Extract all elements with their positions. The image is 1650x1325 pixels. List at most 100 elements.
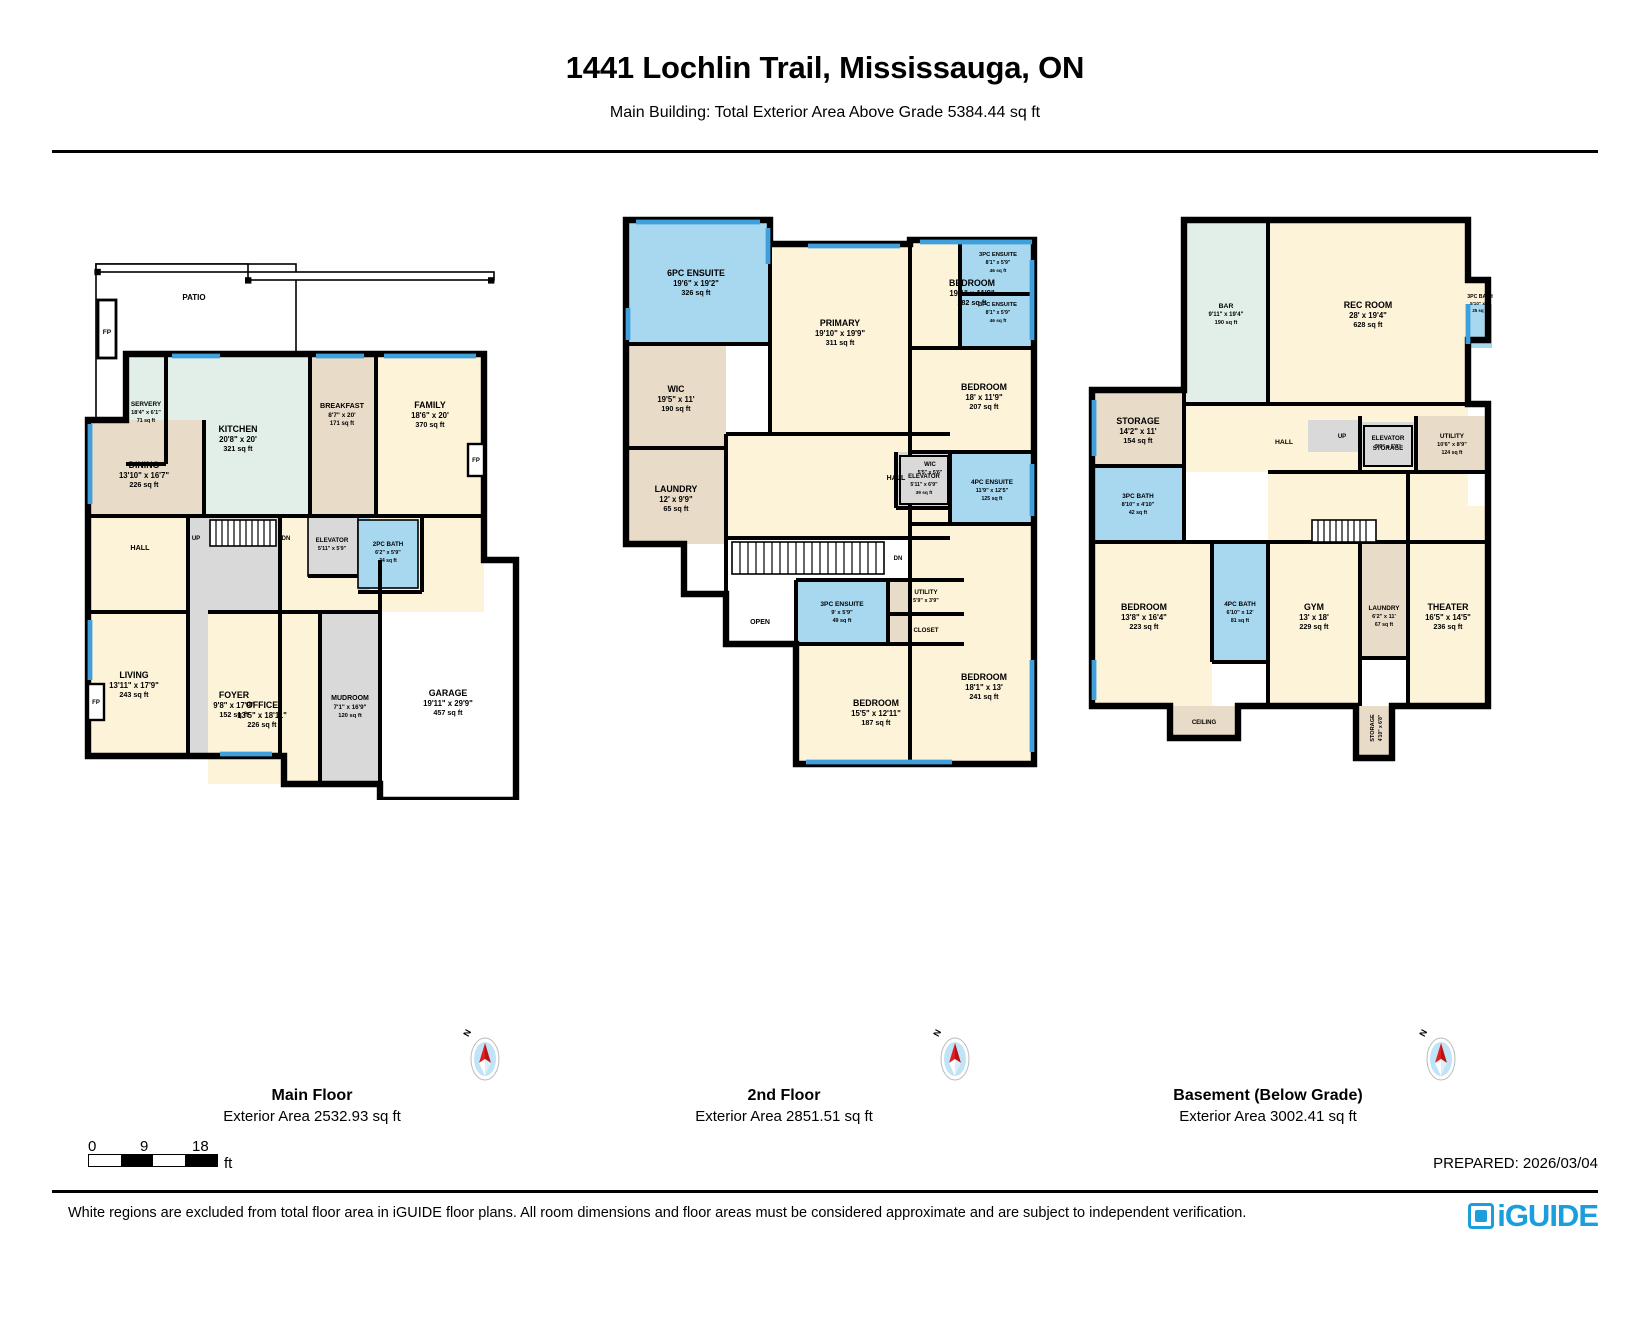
- room-dimension: 19'6" x 19'2": [673, 279, 719, 288]
- room-area: 226 sq ft: [247, 720, 277, 729]
- room-dimension: 5'11" x 5'9": [318, 546, 347, 552]
- room-label: WIC: [924, 462, 936, 468]
- stairs-up-label: UP: [192, 536, 200, 542]
- room-label: OPEN: [750, 619, 770, 626]
- room-dimension: 6'2" x 5'9": [375, 550, 401, 556]
- room-label: UTILITY: [914, 589, 938, 596]
- room-label: UTILITY: [1440, 433, 1465, 440]
- room-area: 190 sq ft: [661, 404, 691, 413]
- scale-unit-label: ft: [224, 1155, 233, 1172]
- room-dimension: 9'11" x 19'4": [1209, 312, 1244, 318]
- floor-plans-container: PATIO FP: [0, 200, 1650, 1080]
- room-label: GARAGE: [429, 688, 468, 698]
- room-dimension: 11'9" x 12'5": [976, 488, 1009, 494]
- room-dimension: 19'11" x 29'9": [423, 699, 473, 708]
- room-label: FP: [103, 329, 112, 336]
- room-dimension: 5'11" x 6'9": [910, 482, 938, 488]
- room-label: BAR: [1219, 303, 1234, 310]
- room-area: 152 sq ft: [219, 710, 249, 719]
- room-label: WIC: [667, 384, 685, 394]
- room-label: 3PC BATH: [1122, 493, 1154, 500]
- room-label: STORAGE: [1370, 714, 1376, 742]
- room-dimension: 19'1" x 11'9": [949, 289, 995, 298]
- room-dimension: 18'1" x 13': [965, 683, 1003, 692]
- room-area: 187 sq ft: [861, 718, 891, 727]
- room-dimension: 18' x 11'9": [965, 393, 1003, 402]
- room-dimension: 13'5" x 18'11": [237, 711, 287, 720]
- iguide-wordmark: iGUIDE: [1497, 1198, 1599, 1233]
- floor-area: Exterior Area 2851.51 sq ft: [695, 1108, 873, 1125]
- room-label: MUDROOM: [331, 695, 369, 702]
- second-floor-plan[interactable]: 6PC ENSUITE 19'6" x 19'2" 326 sq ft PRIM…: [600, 200, 1040, 800]
- room-dimension: 20'8" x 20': [219, 435, 257, 444]
- room-dimension: 28' x 19'4": [1349, 311, 1387, 320]
- room-area: 207 sq ft: [969, 402, 999, 411]
- room-label: REC ROOM: [1344, 300, 1392, 310]
- room-area: 154 sq ft: [1123, 436, 1153, 445]
- room-label-group: SERVERY 18'4" x 6'1" 71 sq ft KITCHEN 20…: [109, 400, 473, 729]
- room-dimension: 13'10" x 16'7": [119, 471, 169, 480]
- room-label: DINING: [129, 460, 160, 470]
- room-dimension: 19'5" x 11': [657, 395, 694, 404]
- room-label: FP: [92, 700, 100, 706]
- disclaimer-text: White regions are excluded from total fl…: [68, 1205, 1247, 1221]
- basement-floor-plan[interactable]: BAR 9'11" x 19'4" 190 sq ft REC ROOM 28'…: [1060, 200, 1500, 800]
- room-area: 226 sq ft: [129, 480, 159, 489]
- room-dimension: 5'9" x 5'9": [1375, 444, 1401, 450]
- room-area: 125 sq ft: [981, 496, 1002, 502]
- room-label: PRIMARY: [820, 318, 860, 328]
- room-dimension: 6'10" x 12': [1226, 610, 1254, 616]
- room-label: CEILING: [1192, 720, 1217, 726]
- room-label: 6PC ENSUITE: [667, 268, 725, 278]
- footer-divider: [52, 1190, 1598, 1193]
- room-label: LAUNDRY: [655, 484, 698, 494]
- room-area: 67 sq ft: [1375, 622, 1393, 628]
- room-area: 39 sq ft: [916, 490, 933, 496]
- room-label: HALL: [130, 543, 150, 552]
- room-dimension: 5'9" x 3'9": [913, 598, 939, 604]
- room-label: ELEVATOR: [908, 474, 940, 480]
- room-label: 3PC BATH: [1467, 294, 1493, 300]
- room-dimension: 16'5" x 14'5": [1425, 613, 1471, 622]
- scale-seg: [185, 1155, 217, 1166]
- room-area: 42 sq ft: [1129, 510, 1147, 516]
- stairs-down-label: DN: [894, 556, 903, 562]
- room-label-group: BAR 9'11" x 19'4" 190 sq ft REC ROOM 28'…: [1116, 294, 1493, 742]
- scale-seg: [89, 1155, 121, 1166]
- room-area: 34 sq ft: [379, 558, 397, 564]
- room-dimension: 7'1" x 16'9": [334, 704, 367, 711]
- room-dimension: 8'1" x 5'9": [986, 260, 1011, 266]
- stairs-up-label: UP: [1338, 434, 1346, 440]
- compass-second-floor: N: [931, 1028, 978, 1084]
- room-area: 321 sq ft: [223, 444, 253, 453]
- main-floor-plan[interactable]: PATIO FP: [60, 200, 560, 800]
- iguide-mark-icon: [1468, 1203, 1495, 1229]
- room-label: THEATER: [1428, 602, 1470, 612]
- room-area: 236 sq ft: [1433, 622, 1463, 631]
- room-area: 326 sq ft: [681, 288, 711, 297]
- title-divider: [52, 150, 1598, 153]
- scale-seg: [121, 1155, 153, 1166]
- room-area: 81 sq ft: [1231, 618, 1249, 624]
- room-label: 4PC BATH: [1224, 601, 1256, 608]
- room-label: BEDROOM: [853, 698, 899, 708]
- room-label: 3PC ENSUITE: [820, 601, 864, 608]
- room-label: PATIO: [182, 293, 205, 302]
- room-area: 182 sq ft: [957, 298, 987, 307]
- floor-name: Basement (Below Grade): [1173, 1087, 1363, 1104]
- room-dimension: 13'8" x 16'4": [1121, 613, 1167, 622]
- scale-bar: 0 9 18 ft: [88, 1138, 233, 1172]
- room-dimension: 19'10" x 19'9": [815, 329, 865, 338]
- floor-caption-basement: Basement (Below Grade) Exterior Area 300…: [1068, 1087, 1468, 1125]
- room-area: 25 sq ft: [1472, 308, 1488, 313]
- room-dimension: 5'5" x 5'6": [918, 470, 943, 476]
- room-dimension: 4'10" x 6'8": [1378, 714, 1384, 741]
- room-area: 370 sq ft: [415, 420, 445, 429]
- room-area: 46 sq ft: [990, 318, 1007, 324]
- compass-main-floor: N: [461, 1028, 508, 1084]
- room-label: BEDROOM: [1121, 602, 1167, 612]
- room-area: 457 sq ft: [433, 708, 463, 717]
- room-label: BEDROOM: [961, 672, 1007, 682]
- room-label: 3PC ENSUITE: [979, 302, 1017, 308]
- room-area: 243 sq ft: [119, 690, 149, 699]
